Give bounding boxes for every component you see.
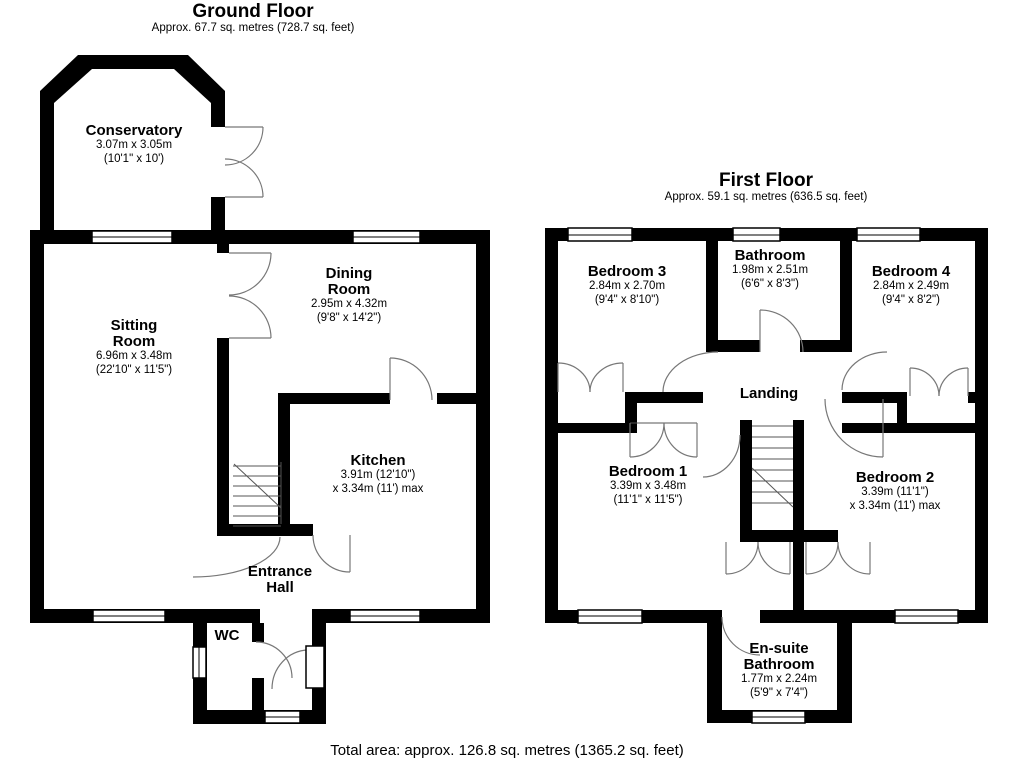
room-label-landing: Landing bbox=[739, 385, 799, 402]
window bbox=[264, 710, 301, 724]
door-arc bbox=[824, 398, 884, 458]
window bbox=[352, 230, 421, 244]
door-arc bbox=[389, 357, 433, 401]
door-arc bbox=[662, 309, 804, 393]
ground-floor-title: Ground Floor Approx. 67.7 sq. metres (72… bbox=[151, 1, 355, 34]
door-arc bbox=[224, 126, 264, 198]
door-arc bbox=[629, 422, 698, 458]
room-label-bedroom1: Bedroom 1 3.39m x 3.48m (11'1" x 11'5") bbox=[608, 463, 688, 506]
ground-floor-drawing bbox=[30, 55, 490, 724]
door-arc bbox=[702, 434, 741, 478]
door-arc bbox=[192, 534, 351, 578]
first-floor-title: First Floor Approx. 59.1 sq. metres (636… bbox=[664, 170, 868, 203]
window bbox=[91, 230, 173, 244]
door-arc bbox=[909, 367, 969, 397]
room-label-bedroom4: Bedroom 4 2.84m x 2.49m (9'4" x 8'2") bbox=[871, 263, 951, 306]
door-arc bbox=[725, 541, 871, 575]
total-area-text: Total area: approx. 126.8 sq. metres (13… bbox=[330, 742, 684, 759]
room-label-wc: WC bbox=[214, 627, 240, 644]
room-label-entrance-hall: Entrance Hall bbox=[247, 563, 313, 596]
window bbox=[349, 609, 421, 623]
room-label-bedroom2: Bedroom 2 3.39m (11'1") x 3.34m (11') ma… bbox=[849, 469, 941, 512]
room-label-kitchen: Kitchen 3.91m (12'10") x 3.34m (11') max bbox=[332, 452, 424, 495]
window bbox=[567, 227, 633, 242]
door-arc bbox=[228, 252, 272, 339]
room-label-ensuite: En-suite Bathroom 1.77m x 2.24m (5'9" x … bbox=[740, 640, 818, 699]
door-arc bbox=[255, 641, 293, 679]
staircase-first bbox=[751, 425, 794, 508]
window bbox=[894, 609, 959, 624]
window bbox=[856, 227, 921, 242]
room-label-conservatory: Conservatory 3.07m x 3.05m (10'1" x 10') bbox=[85, 122, 183, 165]
door-arc bbox=[721, 616, 761, 656]
window bbox=[732, 227, 781, 242]
window bbox=[577, 609, 643, 624]
window bbox=[92, 609, 166, 623]
room-label-dining-room: Dining Room 2.95m x 4.32m (9'8" x 14'2") bbox=[310, 265, 388, 324]
staircase-ground bbox=[233, 462, 282, 527]
window bbox=[751, 710, 806, 724]
room-label-bathroom: Bathroom 1.98m x 2.51m (6'6" x 8'3") bbox=[731, 247, 809, 290]
first-floor-drawing bbox=[545, 227, 988, 724]
front-door bbox=[271, 645, 325, 690]
room-label-bedroom3: Bedroom 3 2.84m x 2.70m (9'4" x 8'10") bbox=[587, 263, 667, 306]
door-arc bbox=[841, 351, 888, 391]
room-label-sitting-room: Sitting Room 6.96m x 3.48m (22'10" x 11'… bbox=[95, 317, 173, 376]
window bbox=[192, 646, 207, 679]
door-arc bbox=[557, 362, 624, 393]
